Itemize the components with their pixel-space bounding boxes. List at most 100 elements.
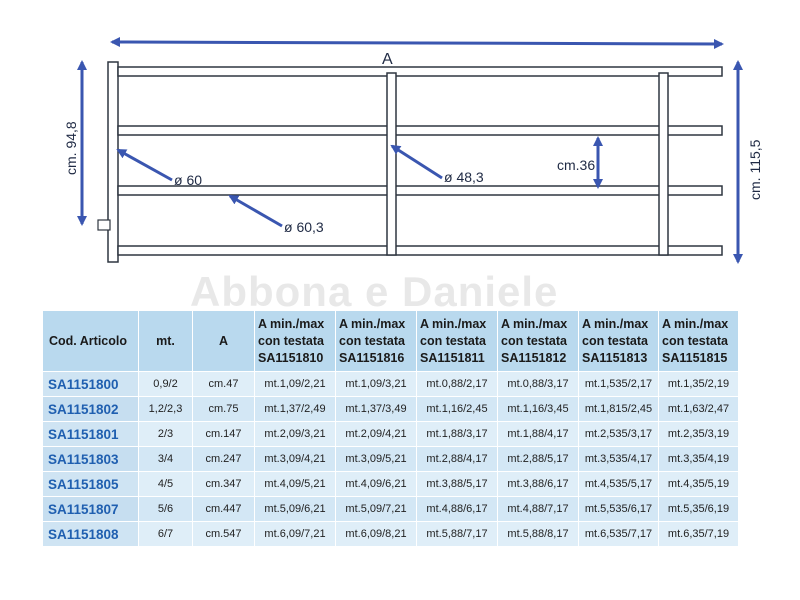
cell-range: mt.2,09/3,21 (254, 421, 336, 447)
cell-range: mt.1,16/3,45 (497, 396, 579, 422)
cell-range: mt.2,88/4,17 (416, 446, 498, 472)
cell-range: mt.5,88/8,17 (497, 521, 579, 547)
col-header-sa1151813: A min./max con testata SA1151813 (578, 310, 659, 372)
cell-code: SA1151800 (42, 371, 139, 397)
phi60-arrow (116, 148, 173, 182)
table-row: SA1151808 6/7 cm.547 mt.6,09/7,21 mt.6,0… (42, 521, 739, 547)
cell-range: mt.1,35/2,19 (658, 371, 739, 397)
gate-rail (117, 185, 723, 196)
cell-range: mt.6,09/7,21 (254, 521, 336, 547)
cell-mt: 6/7 (138, 521, 193, 547)
phi48-arrow (390, 144, 443, 180)
cell-code: SA1151808 (42, 521, 139, 547)
col-header-a: A (192, 310, 255, 372)
cell-range: mt.1,535/2,17 (578, 371, 659, 397)
cell-range: mt.2,535/3,17 (578, 421, 659, 447)
cell-range: mt.5,09/6,21 (254, 496, 336, 522)
gate-rail (117, 245, 723, 256)
cell-a: cm.547 (192, 521, 255, 547)
col-header-sa1151810: A min./max con testata SA1151810 (254, 310, 336, 372)
gate-upright (658, 72, 669, 256)
cell-range: mt.1,88/3,17 (416, 421, 498, 447)
cell-range: mt.2,09/4,21 (335, 421, 417, 447)
table-header-row: Cod. Articolo mt. A A min./max con testa… (42, 310, 739, 372)
gate-post (107, 61, 119, 263)
gate-diagram: A cm. 94,8 cm. 115,5 cm.36 ø 60 ø 48,3 ø… (63, 37, 763, 264)
cell-range: mt.2,35/3,19 (658, 421, 739, 447)
cell-mt: 4/5 (138, 471, 193, 497)
col-header-sa1151816: A min./max con testata SA1151816 (335, 310, 417, 372)
cell-range: mt.1,815/2,45 (578, 396, 659, 422)
phi48-label: ø 48,3 (444, 169, 484, 185)
cell-mt: 3/4 (138, 446, 193, 472)
gate-rails (117, 66, 723, 256)
col-header-sa1151815: A min./max con testata SA1151815 (658, 310, 739, 372)
cell-range: mt.5,35/6,19 (658, 496, 739, 522)
left-height-label: cm. 94,8 (63, 121, 79, 175)
cell-code: SA1151805 (42, 471, 139, 497)
spacing-label: cm.36 (557, 157, 595, 173)
cell-range: mt.1,37/2,49 (254, 396, 336, 422)
cell-range: mt.5,535/6,17 (578, 496, 659, 522)
cell-code: SA1151801 (42, 421, 139, 447)
cell-range: mt.3,88/6,17 (497, 471, 579, 497)
cell-code: SA1151802 (42, 396, 139, 422)
cell-range: mt.0,88/3,17 (497, 371, 579, 397)
cell-range: mt.1,09/2,21 (254, 371, 336, 397)
cell-range: mt.3,88/5,17 (416, 471, 498, 497)
cell-mt: 0,9/2 (138, 371, 193, 397)
table-row: SA1151801 2/3 cm.147 mt.2,09/3,21 mt.2,0… (42, 421, 739, 447)
gate-rail (117, 125, 723, 136)
cell-mt: 2/3 (138, 421, 193, 447)
table-row: SA1151803 3/4 cm.247 mt.3,09/4,21 mt.3,0… (42, 446, 739, 472)
table-row: SA1151807 5/6 cm.447 mt.5,09/6,21 mt.5,0… (42, 496, 739, 522)
cell-range: mt.1,88/4,17 (497, 421, 579, 447)
table-row: SA1151802 1,2/2,3 cm.75 mt.1,37/2,49 mt.… (42, 396, 739, 422)
gate-upright (386, 72, 397, 256)
cell-range: mt.1,16/2,45 (416, 396, 498, 422)
cell-range: mt.3,09/4,21 (254, 446, 336, 472)
cell-range: mt.6,09/8,21 (335, 521, 417, 547)
col-header-sa1151812: A min./max con testata SA1151812 (497, 310, 579, 372)
col-header-sa1151811: A min./max con testata SA1151811 (416, 310, 498, 372)
phi603-arrow (228, 194, 283, 228)
phi603-label: ø 60,3 (284, 219, 324, 235)
cell-range: mt.4,88/7,17 (497, 496, 579, 522)
col-header-mt: mt. (138, 310, 193, 372)
cell-a: cm.75 (192, 396, 255, 422)
cell-range: mt.3,09/5,21 (335, 446, 417, 472)
cell-range: mt.6,535/7,17 (578, 521, 659, 547)
cell-a: cm.47 (192, 371, 255, 397)
width-label: A (382, 51, 393, 68)
cell-a: cm.447 (192, 496, 255, 522)
table-row: SA1151805 4/5 cm.347 mt.4,09/5,21 mt.4,0… (42, 471, 739, 497)
cell-code: SA1151803 (42, 446, 139, 472)
cell-code: SA1151807 (42, 496, 139, 522)
cell-mt: 5/6 (138, 496, 193, 522)
cell-range: mt.1,63/2,47 (658, 396, 739, 422)
gate-rail (117, 66, 723, 77)
cell-range: mt.2,88/5,17 (497, 446, 579, 472)
col-header-code: Cod. Articolo (42, 310, 139, 372)
cell-range: mt.4,35/5,19 (658, 471, 739, 497)
cell-range: mt.1,09/3,21 (335, 371, 417, 397)
phi60-label: ø 60 (174, 172, 202, 188)
cell-range: mt.4,09/5,21 (254, 471, 336, 497)
cell-range: mt.5,88/7,17 (416, 521, 498, 547)
cell-range: mt.4,88/6,17 (416, 496, 498, 522)
gate-uprights (386, 72, 669, 256)
cell-range: mt.3,35/4,19 (658, 446, 739, 472)
spec-table: Cod. Articolo mt. A A min./max con testa… (42, 310, 739, 547)
right-height-label: cm. 115,5 (747, 139, 763, 200)
cell-a: cm.247 (192, 446, 255, 472)
cell-range: mt.3,535/4,17 (578, 446, 659, 472)
cell-a: cm.347 (192, 471, 255, 497)
cell-range: mt.1,37/3,49 (335, 396, 417, 422)
cell-mt: 1,2/2,3 (138, 396, 193, 422)
cell-range: mt.6,35/7,19 (658, 521, 739, 547)
cell-range: mt.4,535/5,17 (578, 471, 659, 497)
cell-a: cm.147 (192, 421, 255, 447)
hinge-bracket (97, 219, 111, 231)
width-dimension-arrow (110, 37, 724, 49)
cell-range: mt.5,09/7,21 (335, 496, 417, 522)
